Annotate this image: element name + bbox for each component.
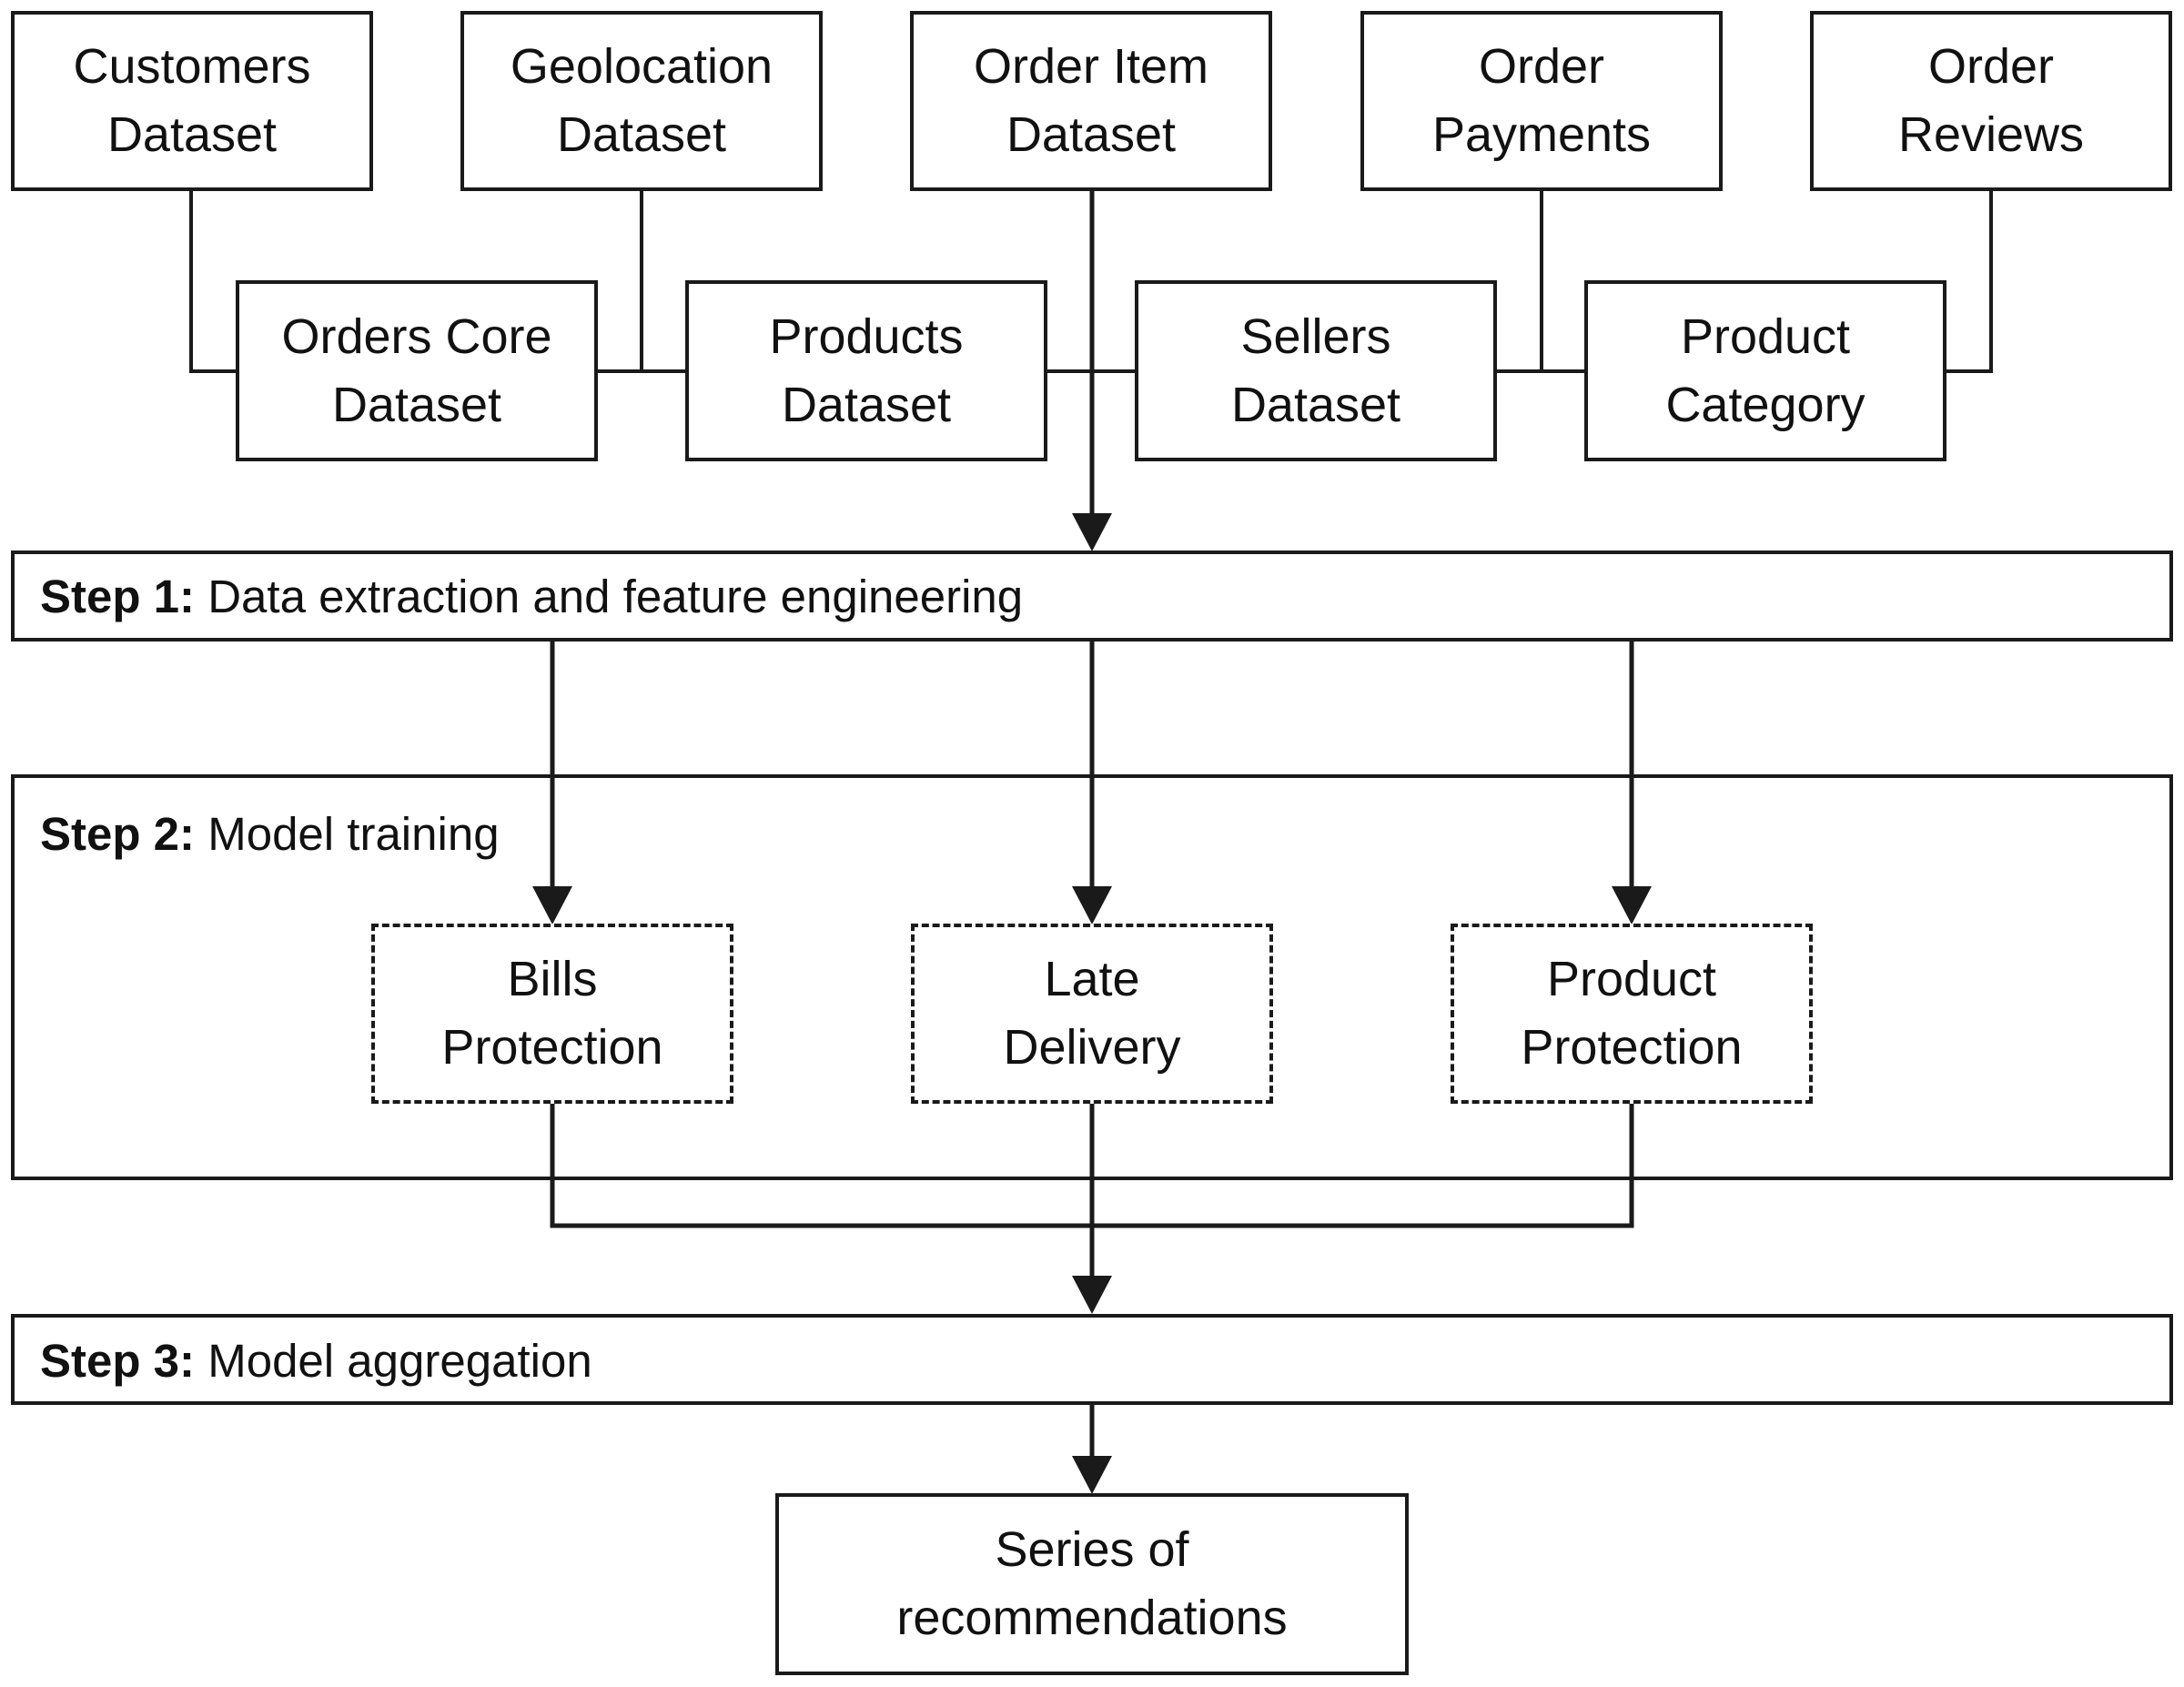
step1-label-prefix: Step 1: xyxy=(40,571,196,622)
late-delivery-line1: Late xyxy=(1044,952,1140,1006)
order-item-dataset-line2: Dataset xyxy=(1006,107,1177,162)
products-dataset-line1: Products xyxy=(769,308,964,364)
product-category-box: Product Category xyxy=(1584,280,1946,461)
sellers-dataset-line2: Dataset xyxy=(1230,377,1401,432)
arrowhead-step1 xyxy=(1072,513,1112,551)
late-delivery-line2: Delivery xyxy=(1003,1020,1181,1075)
customers-dataset-line2: Dataset xyxy=(106,107,278,162)
order-reviews-line2: Reviews xyxy=(1897,107,2085,162)
geolocation-dataset-line1: Geolocation xyxy=(510,39,774,94)
step3-label-text: Model aggregation xyxy=(207,1335,592,1387)
sellers-dataset-box: Sellers Dataset xyxy=(1135,280,1497,461)
product-protection-line1: Product xyxy=(1546,952,1717,1006)
step2-label-text: Model training xyxy=(207,808,500,860)
step3-label: Step 3: Model aggregation xyxy=(40,1334,592,1389)
bills-protection-model-box: Bills Protection xyxy=(371,924,733,1104)
step1-label-text: Data extraction and feature engineering xyxy=(207,571,1024,622)
recommendations-output-box: Series of recommendations xyxy=(775,1493,1409,1675)
order-reviews-line1: Order xyxy=(1927,39,2055,94)
order-payments-line2: Payments xyxy=(1431,107,1652,162)
step1-label: Step 1: Data extraction and feature engi… xyxy=(40,570,1023,624)
connector-customers-to-orders-core xyxy=(189,191,237,373)
products-dataset-box: Products Dataset xyxy=(685,280,1047,461)
step2-label: Step 2: Model training xyxy=(40,807,500,862)
geolocation-dataset-box: Geolocation Dataset xyxy=(460,11,823,191)
order-item-dataset-box: Order Item Dataset xyxy=(910,11,1272,191)
orders-core-dataset-line2: Dataset xyxy=(331,377,502,432)
products-dataset-line2: Dataset xyxy=(781,377,952,432)
geolocation-dataset-line2: Dataset xyxy=(556,107,727,162)
output-line2: recommendations xyxy=(896,1591,1288,1645)
late-delivery-model-box: Late Delivery xyxy=(911,924,1273,1104)
arrowhead-product xyxy=(1612,886,1652,924)
step3-bar xyxy=(11,1314,2173,1405)
product-category-line2: Category xyxy=(1665,377,1866,432)
bills-protection-line1: Bills xyxy=(507,952,598,1006)
orders-core-dataset-box: Orders Core Dataset xyxy=(236,280,598,461)
product-category-line1: Product xyxy=(1680,308,1851,364)
arrowhead-late xyxy=(1072,886,1112,924)
customers-dataset-line1: Customers xyxy=(73,39,311,94)
product-protection-line2: Protection xyxy=(1521,1020,1743,1075)
order-item-dataset-line1: Order Item xyxy=(973,39,1209,94)
step2-label-prefix: Step 2: xyxy=(40,808,196,860)
arrowhead-bills xyxy=(532,886,572,924)
arrowhead-output xyxy=(1072,1456,1112,1494)
orders-core-dataset-line1: Orders Core xyxy=(281,308,552,364)
step3-label-prefix: Step 3: xyxy=(40,1335,196,1387)
product-protection-model-box: Product Protection xyxy=(1451,924,1813,1104)
order-reviews-box: Order Reviews xyxy=(1810,11,2172,191)
step1-bar xyxy=(11,551,2173,641)
order-payments-line1: Order xyxy=(1478,39,1605,94)
sellers-dataset-line1: Sellers xyxy=(1240,308,1391,364)
arrowhead-step3 xyxy=(1072,1276,1112,1314)
output-line1: Series of xyxy=(995,1522,1189,1577)
step2-panel xyxy=(11,774,2173,1180)
customers-dataset-box: Customers Dataset xyxy=(11,11,373,191)
order-payments-box: Order Payments xyxy=(1360,11,1723,191)
connector-reviews-to-category xyxy=(1946,191,1993,373)
bills-protection-line2: Protection xyxy=(441,1020,663,1075)
